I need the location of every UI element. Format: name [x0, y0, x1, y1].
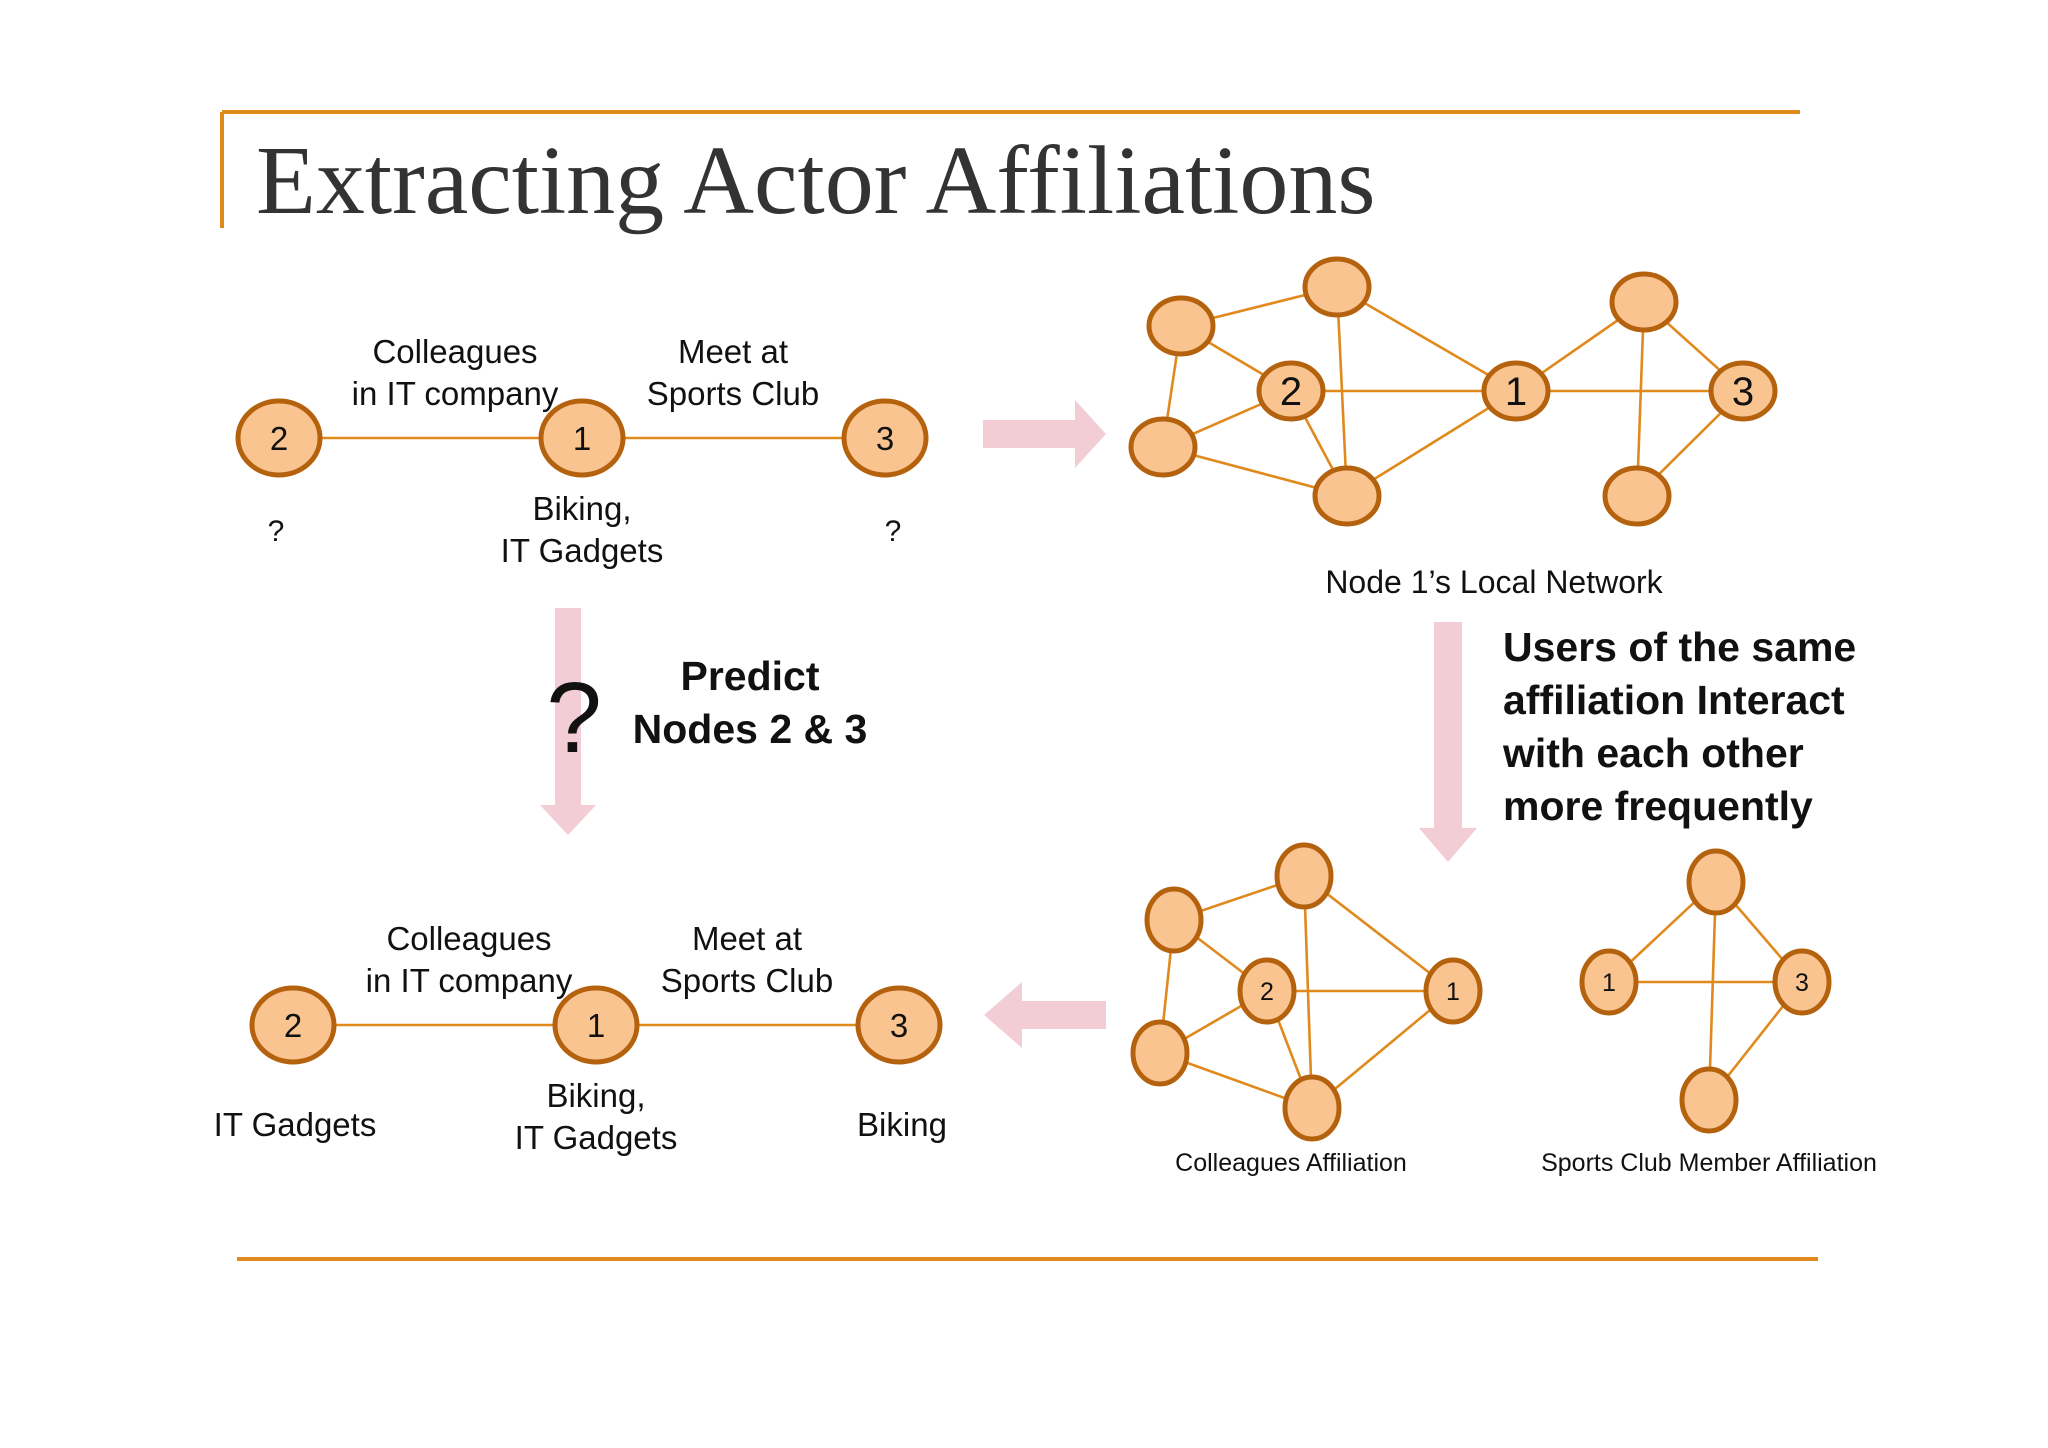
colleague-node — [1130, 1019, 1190, 1087]
node-label: 2 — [1260, 978, 1274, 1006]
node-label: 3 — [890, 1007, 908, 1044]
bottom-chain-node-1: 1 — [552, 985, 640, 1065]
bottom-center-attr: Biking,IT Gadgets — [515, 1077, 678, 1156]
bottom-left-attr: IT Gadgets — [214, 1106, 377, 1143]
sports-caption: Sports Club Member Affiliation — [1541, 1149, 1877, 1177]
local-node — [1146, 295, 1216, 357]
top-right-attr: ? — [885, 515, 902, 548]
predict-question-mark: ? — [546, 662, 602, 774]
colleague-node — [1282, 1074, 1342, 1142]
top-center-attr: Biking,IT Gadgets — [501, 490, 664, 569]
slide-title: Extracting Actor Affiliations — [256, 127, 1376, 235]
top-left-attr: ? — [268, 515, 285, 548]
node-label: 1 — [587, 1007, 605, 1044]
local-node-2: 2 — [1256, 360, 1326, 422]
colleagues-network: 2 1 — [1130, 842, 1483, 1142]
colleague-node-1: 1 — [1423, 957, 1483, 1025]
node-label: 1 — [573, 420, 591, 457]
arrow-right — [983, 400, 1106, 468]
local-node — [1602, 465, 1672, 527]
sports-node-1: 1 — [1579, 948, 1639, 1016]
local-node — [1312, 465, 1382, 527]
node-label: 3 — [1795, 969, 1809, 997]
node-label: 1 — [1602, 969, 1616, 997]
local-network: 2 1 3 — [1128, 256, 1778, 527]
node-label: 2 — [1280, 370, 1302, 414]
local-node — [1609, 271, 1679, 333]
arrow-down-left — [540, 608, 596, 835]
local-node-1: 1 — [1481, 360, 1551, 422]
node-label: 1 — [1505, 370, 1527, 414]
top-chain-node-2: 2 — [235, 398, 323, 478]
local-node — [1302, 256, 1372, 318]
sports-node — [1679, 1066, 1739, 1134]
colleagues-caption: Colleagues Affiliation — [1175, 1149, 1407, 1177]
node-label: 2 — [284, 1007, 302, 1044]
node-label: 3 — [876, 420, 894, 457]
sports-node-3: 3 — [1772, 948, 1832, 1016]
bottom-chain-node-2: 2 — [249, 985, 337, 1065]
colleague-node-2: 2 — [1237, 957, 1297, 1025]
arrow-left — [984, 982, 1106, 1048]
colleague-node — [1144, 886, 1204, 954]
sports-network: 1 3 — [1579, 848, 1832, 1134]
local-node-3: 3 — [1708, 360, 1778, 422]
top-chain-node-3: 3 — [841, 398, 929, 478]
local-network-caption: Node 1’s Local Network — [1325, 564, 1663, 600]
colleague-node — [1274, 842, 1334, 910]
node-label: 1 — [1446, 978, 1460, 1006]
node-label: 3 — [1732, 370, 1754, 414]
sports-node — [1686, 848, 1746, 916]
top-chain-node-1: 1 — [538, 398, 626, 478]
node-label: 2 — [270, 420, 288, 457]
arrow-down-right — [1419, 622, 1477, 862]
local-node — [1128, 416, 1198, 478]
bottom-chain-node-3: 3 — [855, 985, 943, 1065]
bottom-right-attr: Biking — [857, 1106, 947, 1143]
